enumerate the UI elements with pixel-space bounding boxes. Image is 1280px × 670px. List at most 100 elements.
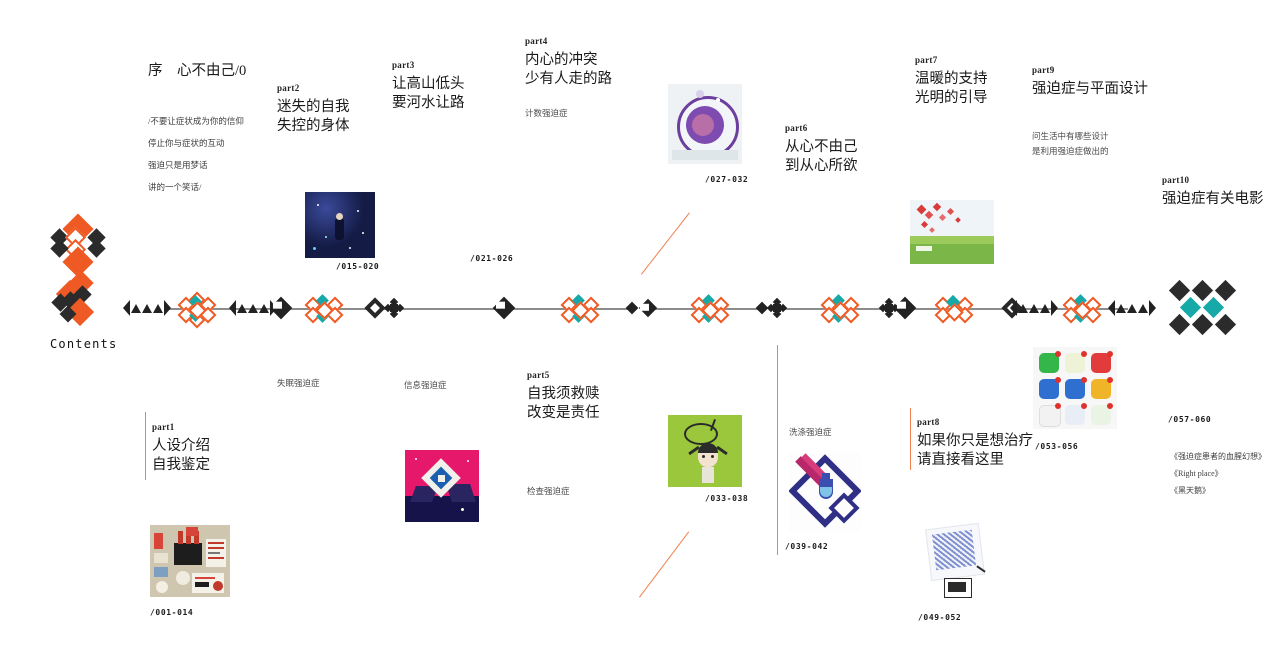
axis-cluster-node-3 [560, 293, 600, 324]
part-2-subtitle: 失眠强迫症 [277, 378, 320, 388]
part-10-block: part10 强迫症有关电影 [1162, 170, 1264, 209]
preface-lines: /不要让症状成为你的信仰 停止你与症状的互动 强迫只是用梦话 讲的一个笑话/ [148, 110, 244, 198]
axis-pac-node [492, 296, 516, 320]
part-4-title-line-1: 内心的冲突 [525, 52, 598, 68]
part-3-subtitle: 信息强迫症 [404, 380, 447, 390]
axis-cluster-node-7 [1062, 293, 1102, 324]
axis-cluster-node-6 [934, 293, 974, 324]
part-10-page: /057-060 [1168, 415, 1212, 424]
part-1-block: part1 人设介绍 自我鉴定 [152, 417, 210, 475]
axis-pac-node [638, 298, 658, 318]
part-1-number: part1 [152, 422, 175, 432]
preface-title: 序 心不由己/0 [148, 63, 247, 79]
axis-small-diamond-node [755, 301, 769, 315]
preface-block: 序 心不由己/0 [148, 62, 246, 81]
part-4-block: part4 内心的冲突 少有人走的路 [525, 31, 612, 89]
part-5-block: part5 自我须救赎 改变是责任 [527, 365, 600, 423]
part-2-block: part2 迷失的自我 失控的身体 [277, 78, 350, 136]
part-7-thumbnail [910, 200, 994, 264]
part-9-subtitle-line-1: 问生活中有哪些设计 [1032, 131, 1109, 141]
preface-line-1: /不要让症状成为你的信仰 [148, 116, 244, 126]
part-1-accent-rule [145, 412, 147, 480]
movie-item: 《黑天鹅》 [1170, 486, 1210, 495]
part-4-thumbnail [668, 84, 742, 164]
axis-star-node [383, 297, 405, 319]
axis-diamond-node [364, 297, 386, 319]
part-9-block: part9 强迫症与平面设计 [1032, 60, 1148, 99]
axis-cluster-node-2 [304, 293, 344, 324]
axis-cluster-node-1 [177, 291, 217, 329]
part-5-subtitle: 检查强迫症 [527, 486, 570, 496]
part-5-thumbnail [668, 415, 742, 487]
part-5-title-line-2: 改变是责任 [527, 405, 600, 421]
part-8-title-line-2: 请直接看这里 [917, 452, 1004, 468]
part-8-thumbnail [918, 520, 992, 600]
part-10-number: part10 [1162, 175, 1190, 185]
part-9-subtitle: 问生活中有哪些设计 是利用强迫症做出的 [1032, 129, 1109, 159]
part-7-block: part7 温暖的支持 光明的引导 [915, 50, 988, 108]
movie-item: 《Right place》 [1170, 469, 1223, 478]
part-8-accent-rule [910, 408, 912, 470]
part-6-subtitle: 洗涤强迫症 [789, 427, 832, 437]
part-8-title-line-1: 如果你只是想治疗 [917, 433, 1033, 449]
axis-cluster-node-4 [690, 293, 730, 324]
part-8-page: /049-052 [918, 613, 962, 622]
part-6-page: /039-042 [785, 542, 829, 551]
part-3-thumbnail [405, 450, 479, 522]
part-2-title-line-2: 失控的身体 [277, 118, 350, 134]
axis-arrow-node [1010, 300, 1058, 316]
part-10-movie-list: 《强迫症患者的血腥幻想》 《Right place》 《黑天鹅》 [1170, 448, 1266, 499]
part-10-title-line-1: 强迫症有关电影 [1162, 191, 1264, 207]
preface-line-2: 停止你与症状的互动 [148, 138, 225, 148]
part-4-number: part4 [525, 36, 548, 46]
part-7-title-line-2: 光明的引导 [915, 90, 988, 106]
part-6-title-line-2: 到从心所欲 [785, 158, 858, 174]
preface-line-4: 讲的一个笑话/ [148, 182, 202, 192]
movie-item: 《强迫症患者的血腥幻想》 [1170, 452, 1266, 461]
part-6-block: part6 从心不由己 到从心所欲 [785, 118, 858, 176]
part-6-thumbnail [789, 453, 861, 531]
part-6-accent-rule [777, 345, 779, 555]
part-1-title-line-1: 人设介绍 [152, 438, 210, 454]
contents-label: Contents [50, 337, 118, 351]
part-4-subtitle: 计数强迫症 [525, 108, 568, 118]
axis-pac-node [269, 296, 293, 320]
part-5-page: /033-038 [705, 494, 749, 503]
axis-arrow-node [123, 300, 171, 316]
part-5-number: part5 [527, 370, 550, 380]
part-4-page: /027-032 [705, 175, 749, 184]
part-7-number: part7 [915, 55, 938, 65]
part-9-page: /053-056 [1035, 442, 1079, 451]
part-3-block: part3 让高山低头 要河水让路 [392, 55, 465, 113]
part-1-thumbnail [150, 525, 230, 597]
part-1-page: /001-014 [150, 608, 194, 617]
part-8-block: part8 如果你只是想治疗 请直接看这里 [917, 412, 1033, 470]
preface-line-3: 强迫只是用梦话 [148, 160, 208, 170]
part-4-title-line-2: 少有人走的路 [525, 71, 612, 87]
part-3-page: /021-026 [470, 254, 514, 263]
axis-pac-node [893, 296, 917, 320]
part-9-thumbnail [1033, 347, 1117, 429]
part-5-title-line-1: 自我须救赎 [527, 386, 600, 402]
axis-cluster-node-5 [820, 293, 860, 324]
part-2-title-line-1: 迷失的自我 [277, 99, 350, 115]
part-9-subtitle-line-2: 是利用强迫症做出的 [1032, 146, 1109, 156]
part-8-number: part8 [917, 417, 940, 427]
part-6-number: part6 [785, 123, 808, 133]
axis-star-node [766, 297, 788, 319]
part-6-title-line-1: 从心不由己 [785, 139, 858, 155]
part-3-number: part3 [392, 60, 415, 70]
part-3-title-line-2: 要河水让路 [392, 95, 465, 111]
part-2-thumbnail [305, 192, 375, 258]
timeline-end-ornament [1168, 279, 1238, 336]
part-7-title-line-1: 温暖的支持 [915, 71, 988, 87]
part-2-number: part2 [277, 83, 300, 93]
part-9-title-line-1: 强迫症与平面设计 [1032, 81, 1148, 97]
axis-arrow-node [1108, 300, 1156, 316]
axis-small-diamond-node [625, 301, 639, 315]
axis-star-node [878, 297, 900, 319]
part-9-number: part9 [1032, 65, 1055, 75]
part-2-page: /015-020 [336, 262, 380, 271]
